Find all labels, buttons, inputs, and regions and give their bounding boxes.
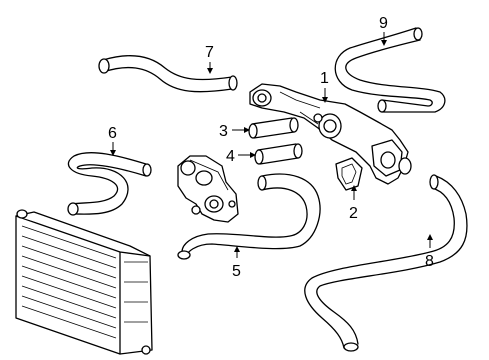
callout-8: 8 [425,253,434,270]
hose-part-6 [67,152,152,216]
callout-3: 3 [219,123,228,140]
hose-part-8 [304,174,468,352]
callout-2: 2 [349,205,358,222]
thermostat-housing-part-1 [249,83,412,185]
callout-4: 4 [226,148,235,165]
gasket-part-2 [335,157,363,191]
callout-6: 6 [108,125,117,142]
leader-lines [110,32,433,258]
callout-7: 7 [205,44,214,61]
hose-part-9 [334,27,446,113]
radiator [15,209,153,355]
callout-9: 9 [379,15,388,32]
callout-1: 1 [320,70,329,87]
water-pump [177,155,239,223]
hose-part-5 [177,173,321,260]
hose-part-4 [254,143,303,165]
callout-5: 5 [232,263,241,280]
hose-part-7 [98,54,238,93]
hose-part-3 [248,117,299,139]
